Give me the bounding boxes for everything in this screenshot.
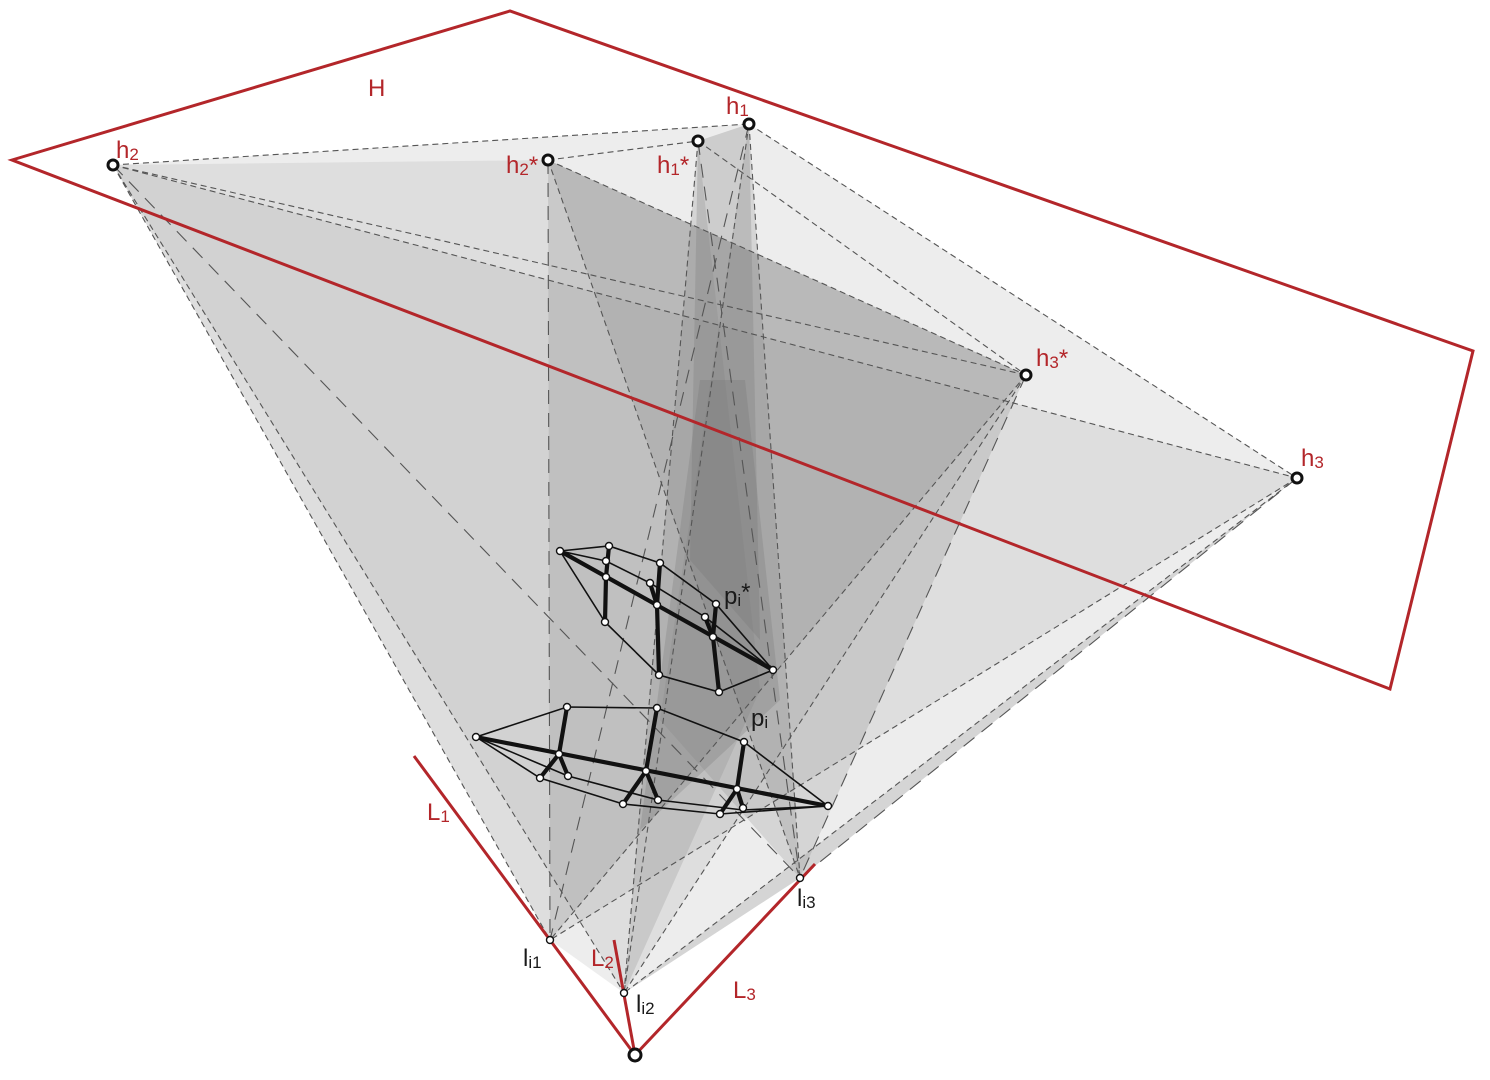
- plane-label: H: [368, 75, 385, 102]
- outer-hull-face: [113, 124, 1297, 993]
- axis-l2: [612, 939, 637, 1056]
- face-dark-center: [640, 380, 780, 830]
- axis-points: [545, 873, 805, 1063]
- axis-l1: [412, 755, 637, 1056]
- label-l2: L2: [591, 945, 614, 972]
- point-li3: [795, 873, 805, 883]
- projection-faces: [113, 124, 1297, 993]
- construction-lines: [112, 123, 1298, 994]
- upper-net: [555, 541, 778, 697]
- lower-net: [471, 702, 833, 819]
- axes: [412, 755, 817, 1057]
- label-l3: L3: [733, 977, 756, 1004]
- face-h1-core: [690, 124, 760, 640]
- point-li1: [545, 935, 555, 945]
- label-h1: h1: [726, 93, 749, 120]
- point-h1: [742, 117, 756, 131]
- face-h2-li1-h3: [113, 165, 1297, 940]
- face-h1s-spike: [624, 141, 760, 993]
- plane-h: [7, 9, 1475, 692]
- label-li3: li3: [797, 885, 816, 912]
- label-h3: h3: [1301, 445, 1324, 472]
- point-h3-star: [1019, 368, 1033, 382]
- h-points: [106, 117, 1304, 485]
- label-li1: li1: [523, 945, 542, 972]
- label-li2: li2: [636, 991, 655, 1018]
- label-h2: h2: [116, 137, 139, 164]
- face-h2s-li3-h3s: [548, 160, 1026, 878]
- lower-net-label: pi: [751, 705, 768, 732]
- label-l1: L1: [427, 799, 450, 826]
- point-origin: [627, 1047, 643, 1063]
- label-h2-star: h2*: [506, 152, 538, 179]
- face-h2s-li1-h3s: [548, 160, 1026, 940]
- label-h3-star: h3*: [1036, 345, 1068, 372]
- point-h2-star: [541, 153, 555, 167]
- point-h1-star: [691, 134, 705, 148]
- axis-l3: [633, 862, 817, 1057]
- upper-net-label: pi*: [724, 579, 750, 610]
- label-h1-star: h1*: [657, 152, 689, 179]
- point-h2: [106, 158, 120, 172]
- face-h1-spike: [660, 124, 800, 878]
- point-h3: [1290, 471, 1304, 485]
- point-li2: [619, 988, 629, 998]
- face-h2-li2: [113, 160, 1026, 993]
